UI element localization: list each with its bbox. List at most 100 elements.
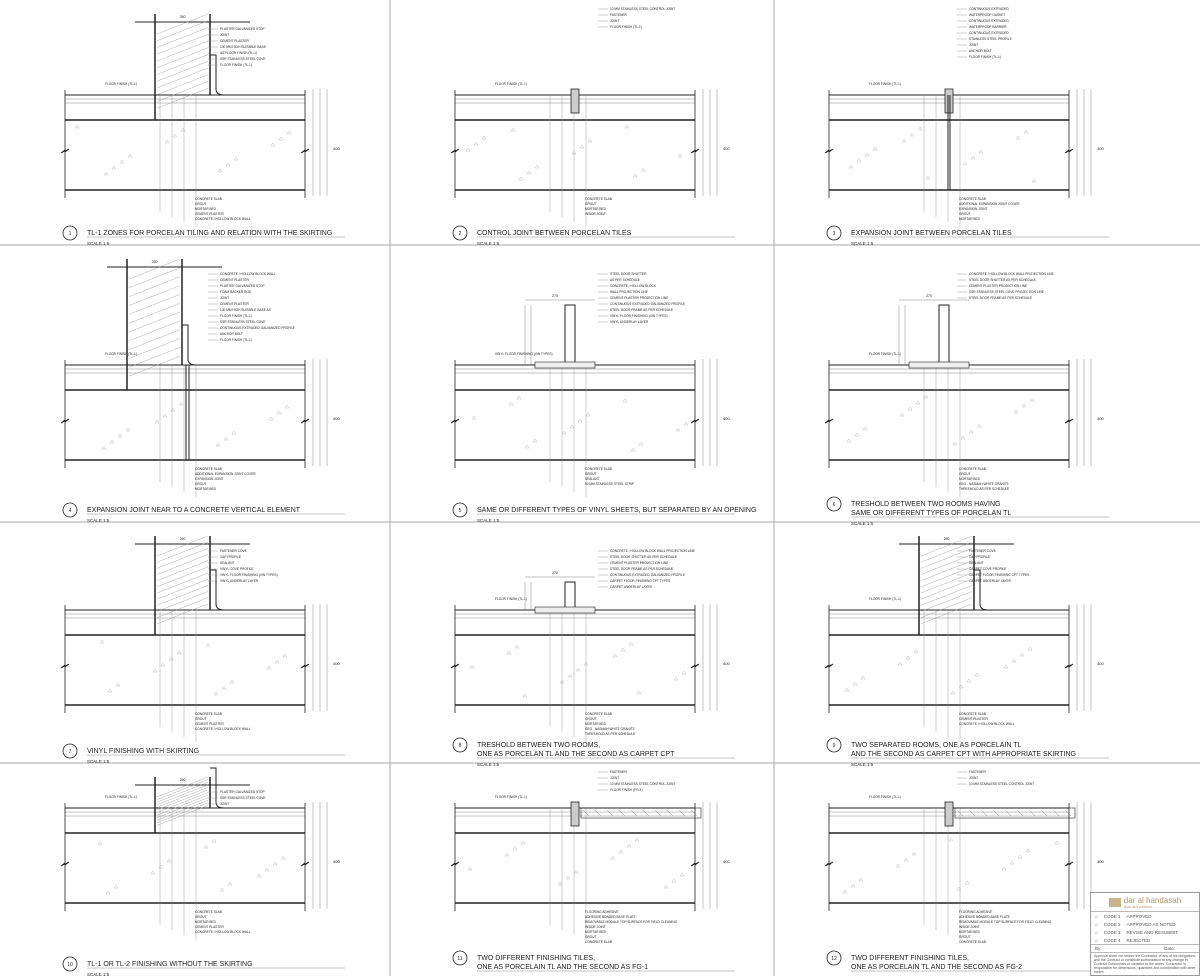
annotation-label: FASTENER [610, 13, 628, 17]
concrete-aggregate [1017, 854, 1023, 859]
concrete-aggregate [213, 691, 219, 696]
concrete-aggregate [152, 668, 158, 673]
annotation-label: CONCRETE / HOLLOW BLOCK WALL [195, 727, 251, 731]
detail-scale: SCALE 1:5 [87, 518, 110, 523]
concrete-aggregate [1027, 646, 1033, 651]
annotation-label: CEMENT PLASTER PROJECTION LINE [610, 561, 668, 565]
annotation-label: MORTAR BED [195, 487, 217, 491]
annotation-label: INSIDE JOINT [585, 925, 606, 929]
annotation-label: FLOORING ADHESIVE [585, 910, 618, 914]
concrete-aggregate [899, 412, 905, 417]
annotation-label: FLOORING ADHESIVE [959, 910, 992, 914]
annotation-label: SSR STAINLESS STEEL COVE [220, 57, 266, 61]
annotation-label: JOINT [220, 802, 229, 806]
concrete-aggregate [465, 147, 471, 152]
detail-number: 4 [69, 508, 72, 514]
code-status: APPROVED [1126, 913, 1152, 919]
concrete-aggregate [286, 130, 292, 135]
annotation-label: GROUT [195, 202, 207, 206]
annotation-label: WATERPROOF BARRIER [969, 25, 1007, 29]
concrete-aggregate [632, 173, 638, 178]
concrete-aggregate [677, 153, 683, 158]
annotation-label: EXPANSION JOINT [195, 477, 224, 481]
concrete-aggregate [950, 690, 956, 695]
detail-number-circle [452, 737, 468, 753]
annotation-label: CEMENT PLASTER [220, 302, 250, 306]
concrete-aggregate [229, 679, 235, 684]
annotation-label: CONTINUOUS EXTRUDED [969, 19, 1010, 23]
concrete-aggregate [630, 447, 636, 452]
wall-hatch [156, 784, 209, 805]
concrete-aggregate [164, 139, 170, 144]
concrete-aggregate [640, 167, 646, 172]
concrete-aggregate [966, 678, 972, 683]
break-line-icon [450, 605, 460, 713]
annotation-label: CONCRETE / HOLLOW BLOCK WALL [195, 217, 251, 221]
detail-title-line2: SAME OR DIFFERENT TYPES OF PORCELAN TL [851, 510, 1011, 517]
floor-finish-label: FLOOR FINISH (TL-1) [869, 795, 901, 799]
dimension-text: 400 [333, 416, 340, 421]
detail-number: 6 [833, 502, 836, 508]
annotation-label: CEMENT PLASTER [195, 212, 225, 216]
concrete-aggregate [903, 857, 909, 862]
detail-number-circle [826, 737, 842, 753]
detail-title: SAME OR DIFFERENT TYPES OF VINYL SHEETS,… [477, 507, 756, 514]
wall-hatch [128, 355, 181, 377]
annotation-label: MORTAR BED [585, 207, 607, 211]
break-line-icon [1064, 803, 1074, 911]
concrete-aggregate [150, 870, 156, 875]
annotation-label: FASTENER [610, 770, 628, 774]
concrete-aggregate [170, 407, 176, 412]
concrete-aggregate [178, 401, 184, 406]
code-label: CODE 2 [1103, 921, 1121, 927]
annotation-label: FLOOR FINISH (TL-1) [610, 25, 642, 29]
annotation-label: CEMENT PLASTER PROJECTION LINE [610, 296, 668, 300]
concrete-aggregate [471, 415, 477, 420]
break-line-icon [300, 803, 310, 911]
module-pattern [678, 809, 686, 817]
annotation-label: REMOVABLE MODULE TOP SURFACE FOR FIELD C… [959, 920, 1052, 924]
annotation-label: JOINT [220, 296, 229, 300]
dimension-text: 270 [552, 294, 558, 298]
annotation-label: STEEL DOOR FRAME AS PER SCHEDULE [610, 308, 673, 312]
detail-number: 9 [833, 743, 836, 749]
detail-number: 11 [457, 956, 462, 962]
concrete-aggregate [856, 158, 862, 163]
annotation-label: JOINT [610, 776, 619, 780]
break-line-icon [824, 605, 834, 713]
code-status: REVISE AND RESUBMIT [1126, 929, 1178, 935]
concrete-aggregate [154, 419, 160, 424]
annotation-label: FLOOR FINISH (TL-1) [220, 314, 252, 318]
dimension-text: 250 [944, 537, 950, 541]
concrete-aggregate [516, 395, 522, 400]
concrete-aggregate [960, 435, 966, 440]
concrete-aggregate [958, 684, 964, 689]
annotation-label: MORTAR BED [959, 930, 981, 934]
break-line-icon [300, 360, 310, 468]
concrete-aggregate [278, 136, 284, 141]
wall-hatch [920, 597, 973, 618]
wall-hatch [156, 578, 209, 600]
detail-number: 7 [69, 749, 72, 755]
concrete-aggregate [284, 404, 290, 409]
annotation-label: CEMENT PLASTER PROJECTION LINE [969, 284, 1027, 288]
concrete-aggregate [1054, 840, 1060, 845]
control-joint-profile [944, 88, 954, 114]
concrete-aggregate [1015, 135, 1021, 140]
concrete-aggregate [681, 670, 687, 675]
annotation-label: GROUT [585, 717, 597, 721]
annotation-label: CONCRETE / HOLLOW BLOCK [610, 284, 657, 288]
annotation-label: CONTINUOUS EXTRUDED GALVANIZED PROFILE [610, 573, 685, 577]
break-line-icon [60, 605, 70, 713]
wall-hatch [156, 794, 209, 816]
concrete-aggregate [481, 135, 487, 140]
concrete-aggregate [858, 877, 864, 882]
dimension-text: 400 [333, 146, 340, 151]
module-pattern [1028, 809, 1036, 817]
dimension-text: 250 [180, 537, 186, 541]
concrete-aggregate [901, 138, 907, 143]
wall-hatch [128, 285, 181, 306]
code-label: CODE 4 [1103, 937, 1121, 943]
